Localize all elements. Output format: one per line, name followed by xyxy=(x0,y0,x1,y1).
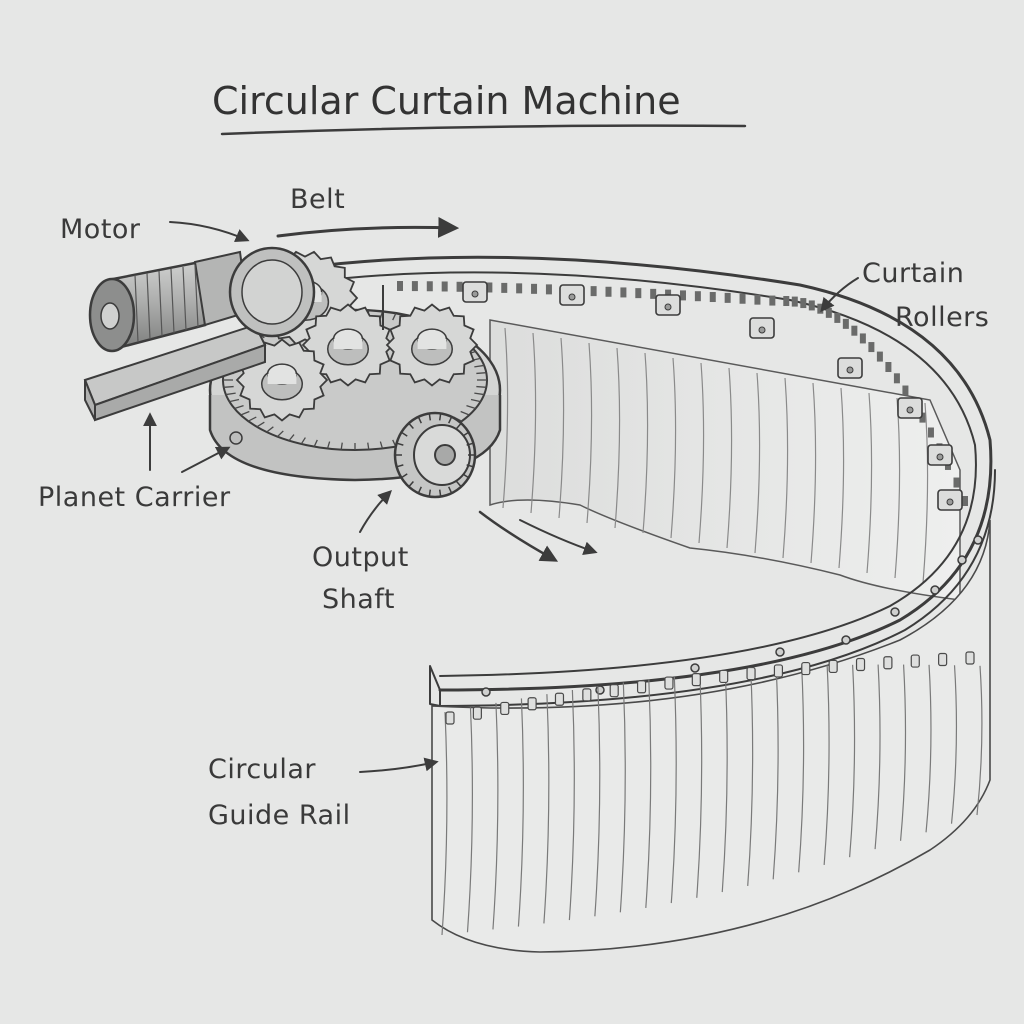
guide-rail-leader-arrow xyxy=(359,757,439,773)
curtain-rollers-label-line1: Curtain xyxy=(862,258,964,289)
label-planet-carrier: Planet Carrier xyxy=(38,412,231,513)
motion-arrows xyxy=(478,510,598,562)
rail-rivets xyxy=(481,535,983,697)
motor-label: Motor xyxy=(60,214,141,245)
planet-carrier-leader-arrow-2 xyxy=(181,446,231,473)
planet-carrier-label: Planet Carrier xyxy=(38,482,231,513)
title-underline xyxy=(220,124,747,136)
curtain-rollers-label-line2: Rollers xyxy=(895,302,989,333)
output-shaft-label-line2: Shaft xyxy=(322,584,395,615)
front-curtain xyxy=(431,519,991,953)
output-shaft-gear xyxy=(393,411,477,499)
label-output-shaft: Output Shaft xyxy=(312,490,409,615)
label-curtain-rollers: Curtain Rollers xyxy=(820,258,989,333)
curtain-rollers xyxy=(462,281,963,511)
motor-unit xyxy=(83,246,316,422)
diagram-title: Circular Curtain Machine xyxy=(212,79,681,123)
back-curtain xyxy=(489,319,961,601)
output-shaft-label-line1: Output xyxy=(312,542,409,573)
output-shaft-leader-arrow xyxy=(359,490,392,533)
motor-leader-arrow xyxy=(169,221,250,242)
guide-rail-label-line1: Circular xyxy=(208,754,316,785)
label-motor: Motor xyxy=(60,214,250,245)
circular-guide-rail xyxy=(298,255,996,707)
title-group: Circular Curtain Machine xyxy=(212,79,747,136)
guide-rail-label-line2: Guide Rail xyxy=(208,800,351,831)
label-guide-rail: Circular Guide Rail xyxy=(208,754,439,831)
curtain-rollers-leader-arrow xyxy=(820,277,859,313)
label-belt: Belt xyxy=(276,184,460,238)
belt-direction-arrow xyxy=(276,216,460,238)
belt-label: Belt xyxy=(290,184,345,215)
